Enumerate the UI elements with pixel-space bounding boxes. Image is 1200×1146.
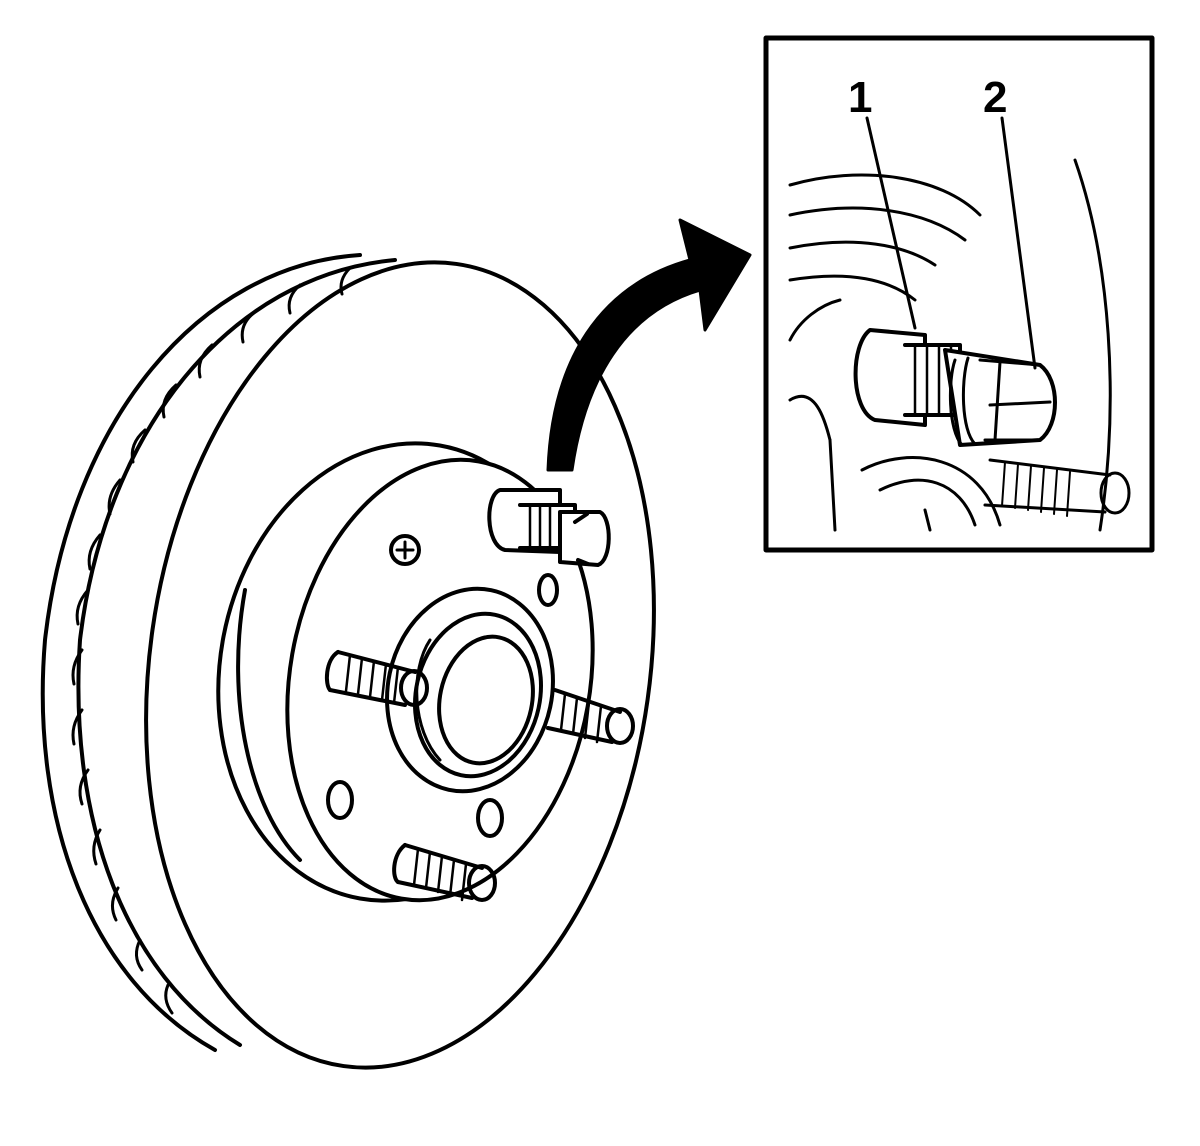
brake-rotor [40, 253, 656, 1070]
center-bore [385, 586, 555, 794]
callout-number-1: 1 [848, 73, 872, 122]
detail-inset: 1 2 [763, 35, 1155, 553]
hub-hat-wall [236, 588, 302, 862]
callout-number-2: 2 [983, 73, 1007, 122]
callout-arrow [546, 218, 752, 472]
rotor-back-edge [40, 253, 362, 1052]
adapter-and-nut [487, 488, 611, 567]
stud-detail [983, 458, 1131, 517]
retaining-screw [389, 534, 421, 566]
wheel-stud [324, 650, 429, 707]
adapter-detail [853, 328, 962, 427]
nut-detail [943, 348, 1057, 447]
lug-holes [326, 573, 559, 838]
wheel-stud [546, 688, 635, 745]
wheel-stud [392, 843, 497, 902]
rotor-rim-inner-edge [76, 258, 397, 1047]
leader-line-2 [1000, 116, 1037, 370]
leader-line-1 [865, 116, 917, 330]
cooling-vanes [71, 266, 352, 1015]
